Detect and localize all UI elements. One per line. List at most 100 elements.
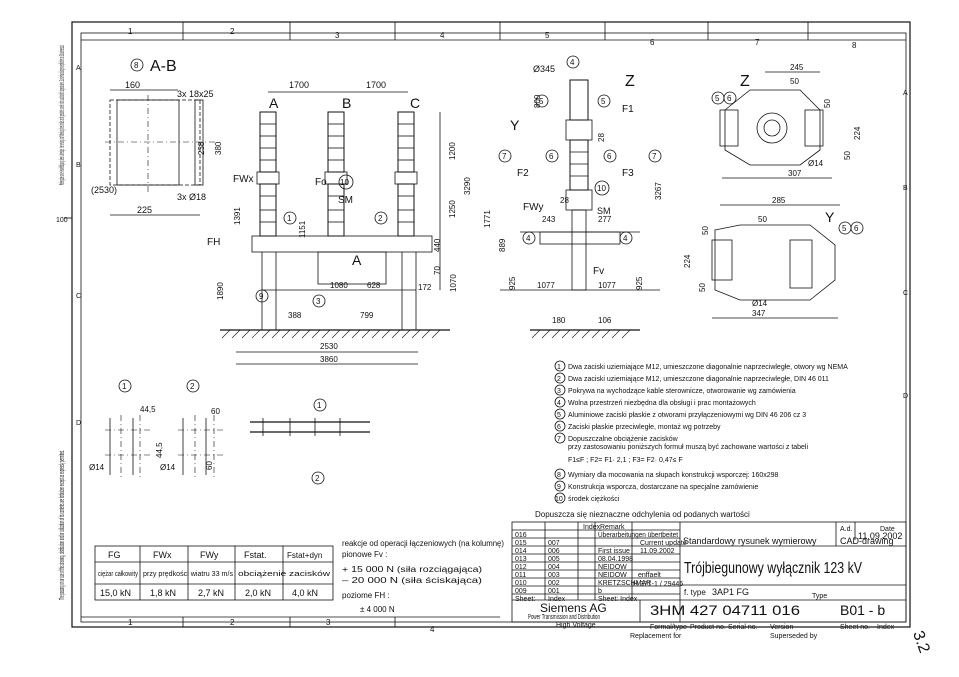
small-details: 1 2 44,5 44,5 Ø14 60 60 Ø14 1 2 [89, 379, 370, 485]
current-update-date: 11.09.2002 [640, 548, 675, 555]
marker-5-right: 5 [601, 97, 606, 106]
company-sub2: High Voltage [556, 622, 596, 629]
marker-3: 3 [316, 297, 321, 306]
dim-70: 70 [433, 266, 442, 275]
center-sm-side: SM [597, 206, 611, 216]
dim-925-b: 925 [635, 276, 644, 290]
tolerance-note: Dopuszcza się nieznaczne odchylenia od p… [535, 510, 750, 519]
marker-6-left: 6 [549, 152, 554, 161]
marker-4-right: 4 [623, 234, 628, 243]
detail-z-dim-50-a: 50 [790, 77, 799, 86]
rev-cell-d: 005 [548, 556, 560, 563]
table-desc-wind: przy prędkości wiatru 33 m/s [143, 571, 234, 578]
note-10: środek ciężkości [568, 496, 620, 503]
rev-cell-d: 002 [548, 580, 560, 587]
superseded-label: Superseded by [770, 633, 818, 640]
zone-side-d: D [76, 420, 81, 427]
rev-cell-no: 014 [515, 548, 527, 555]
reaction-vertical: pionowe Fv : [342, 550, 387, 559]
small-right-dim-60-b: 60 [205, 461, 214, 470]
dim-243: 243 [542, 215, 556, 224]
side-view: Ø345 4 800 Z Y F1 F2 F3 5 5 7 6 6 7 10 4… [483, 55, 663, 339]
dim-1151: 1151 [298, 220, 307, 238]
dim-106: 106 [598, 316, 612, 325]
dim-225: 225 [137, 205, 152, 215]
rev-cell-d: Index [548, 596, 566, 603]
dim-388: 388 [288, 311, 302, 320]
dim-28-a: 28 [597, 133, 606, 142]
detail-z-marker-6: 6 [727, 94, 732, 103]
center-sm: SM [338, 195, 353, 206]
dim-180: 180 [552, 316, 566, 325]
reaction-forces: reakcje od operacji łączeniowych (na kol… [342, 539, 504, 614]
reaction-minus: – 20 000 N (siła ściskająca) [342, 576, 482, 585]
table-header-fg: FG [108, 550, 121, 560]
detail-y-dim-50-b: 50 [701, 226, 710, 235]
rev-cell-no: 011 [515, 572, 526, 579]
small-left-dim-14: Ø14 [89, 463, 105, 472]
label-y: Y [510, 117, 520, 133]
pole-column-a [256, 111, 280, 237]
rev-cell-d: 006 [548, 548, 560, 555]
note-7: Dopuszczalne obciążenie zacisków [568, 436, 679, 443]
type-right-label: Type [812, 593, 827, 600]
detail-y-dim-224: 224 [683, 254, 692, 268]
sheet-index: B01 - b [840, 602, 885, 618]
zone-bottom-1: 1 [128, 618, 133, 627]
serial-no-label: Serial no. [728, 624, 758, 631]
dim-3860: 3860 [320, 355, 338, 364]
dim-2530: 2530 [320, 342, 338, 351]
hole-mark: 100 [56, 217, 68, 224]
dim-3267: 3267 [654, 182, 663, 200]
detail-z-marker-5: 5 [715, 94, 720, 103]
rev-cell-i: NEIDOW [598, 564, 627, 571]
table-value-fstatdyn: 4,0 kN [292, 588, 318, 598]
table-desc-weight: ciężar całkowity [98, 571, 138, 578]
note-8: Wymiary dla mocowania na słupach konstru… [568, 472, 779, 479]
dim-1391: 1391 [233, 207, 242, 225]
marker-7-right: 7 [652, 152, 657, 161]
company-name: Siemens AG [540, 601, 607, 615]
rev-cell-i: Sheet: Index [598, 596, 638, 603]
marker-6-right: 6 [607, 152, 612, 161]
detail-y-marker-6: 6 [854, 224, 859, 233]
rev-cell-no: Sheet: [515, 596, 535, 603]
marker-9: 9 [259, 292, 264, 301]
note-2: Dwa zaciski uziemiające M12, umieszczone… [568, 376, 829, 383]
date-label: Date [880, 526, 895, 533]
detail-y-dim-14: Ø14 [752, 299, 768, 308]
rev-cell-d: 001 [548, 588, 560, 595]
table-header-fwx: FWx [153, 550, 172, 560]
rev-remark-b: Überarbeitungen übertbeitet [598, 531, 678, 539]
zone-top-8: 8 [852, 41, 857, 50]
note-marker-8: 8 [557, 472, 561, 479]
pole-column-b [324, 111, 348, 237]
force-fwx: FWx [233, 174, 254, 185]
drawing-frame: 1 2 3 4 5 6 7 8 1 2 3 4 A B C D A B C D … [56, 21, 933, 655]
section-title: A-B [150, 58, 177, 75]
reaction-h-value: ± 4 000 N [360, 605, 395, 614]
type-value: 3AP1 FG [712, 587, 749, 597]
dim-3x18: 3x Ø18 [177, 192, 206, 202]
force-fh: FH [207, 237, 220, 248]
note-7-extra: przy zastosowaniu poniższych formuł musz… [568, 444, 808, 451]
dim-1080: 1080 [330, 281, 348, 290]
detail-y-marker-5: 5 [842, 224, 847, 233]
rev-cell-no: 012 [515, 564, 527, 571]
rev-cell-i: 08.04.1998 [598, 556, 633, 563]
date-right: 11.09.2002 [858, 531, 902, 541]
marker-7-left: 7 [502, 152, 507, 161]
zone-bottom-3: 3 [326, 618, 331, 627]
table-value-fwx: 1,8 kN [150, 588, 176, 598]
dim-d345: Ø345 [533, 64, 555, 74]
dim-1200: 1200 [448, 142, 457, 160]
dim-440: 440 [433, 238, 442, 252]
rev-cell-no: 010 [515, 580, 527, 587]
dim-1077-b: 1077 [598, 281, 616, 290]
note-5: Aluminiowe zaciski płaskie z otworami pr… [568, 412, 806, 419]
detail-z-dim-224: 224 [853, 126, 862, 140]
note-7-formula: F1≤F ; F2= F1· 2,1 ; F3= F2· 0,47≤ F [568, 457, 683, 464]
detail-z-dim-14: Ø14 [808, 159, 824, 168]
